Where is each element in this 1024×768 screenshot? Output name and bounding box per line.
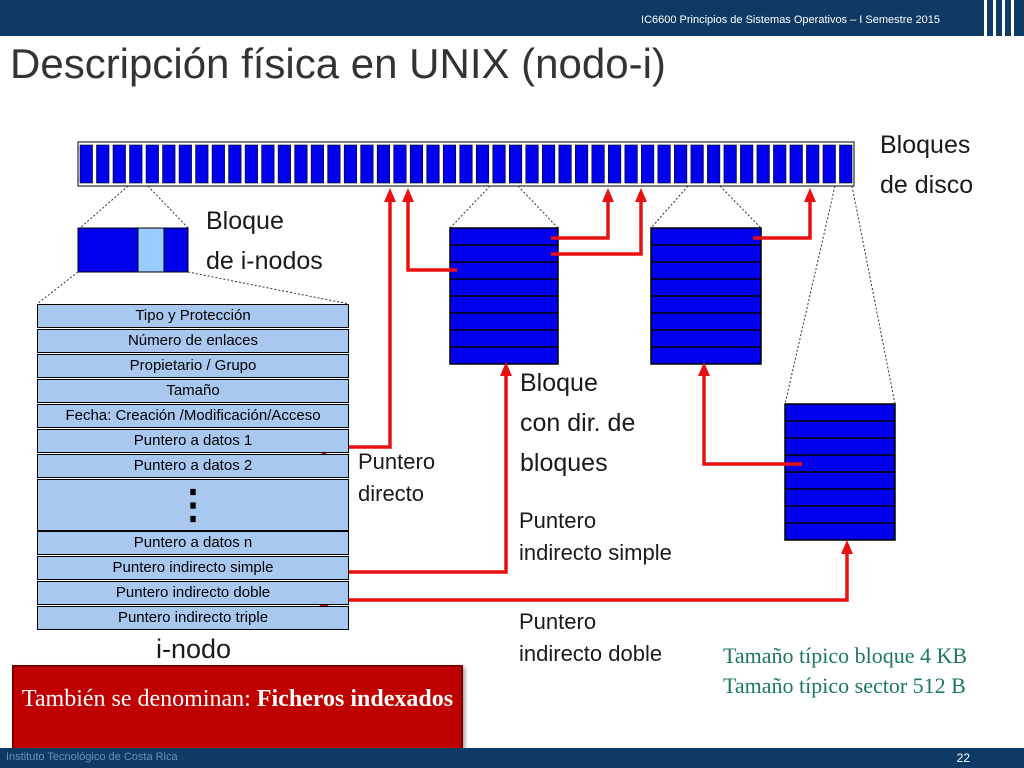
pointer-arrows	[324, 200, 849, 602]
pointer-block-label: Bloque con dir. de bloques	[520, 369, 636, 477]
disk-block	[261, 144, 275, 184]
inode-field-ptr2: Puntero a datos 2	[37, 454, 349, 478]
header-stripe	[1002, 0, 1005, 36]
disk-block	[740, 144, 754, 184]
disk-block	[492, 144, 506, 184]
header-stripe	[984, 0, 987, 36]
disk-block	[707, 144, 721, 184]
course-title: IC6600 Principios de Sistemas Operativos…	[641, 14, 940, 26]
inode-block	[77, 227, 189, 273]
slide-title: Descripción física en UNIX (nodo-i)	[10, 40, 666, 87]
disk-blocks-strip	[77, 141, 855, 187]
callout-term: Ficheros indexados	[256, 686, 454, 712]
disk-block	[310, 144, 324, 184]
pointer-block-double-2	[784, 403, 896, 541]
sector-size-note: Tamaño típico sector 512 B	[723, 673, 966, 698]
disk-block	[343, 144, 357, 184]
disk-block	[409, 144, 424, 184]
disk-block	[657, 144, 671, 184]
disk-block	[79, 144, 93, 184]
inode-field-triple: Puntero indirecto triple	[37, 606, 349, 630]
block-size-note: Tamaño típico bloque 4 KB	[723, 643, 968, 668]
disk-block	[674, 144, 688, 184]
disk-block	[244, 144, 258, 184]
disk-block	[459, 144, 473, 184]
arrow-heads	[384, 188, 853, 554]
header-bar: IC6600 Principios de Sistemas Operativos…	[0, 0, 1024, 36]
disk-block	[294, 144, 308, 184]
disk-block	[442, 144, 457, 184]
inode-field-ellipsis: ⋮	[37, 479, 349, 531]
disk-block	[789, 144, 803, 184]
disk-block	[541, 144, 556, 184]
disk-block	[195, 144, 209, 184]
callout-prefix: También se denominan:	[21, 686, 257, 712]
page-number: 22	[956, 751, 970, 765]
inode-field-ptr1: Puntero a datos 1	[37, 429, 349, 453]
disk-block	[211, 144, 225, 184]
disk-block	[624, 144, 638, 184]
disk-block	[393, 144, 407, 184]
header-divider	[0, 100, 1024, 102]
inode-field-links: Número de enlaces	[37, 329, 349, 353]
disk-block	[525, 144, 539, 184]
disk-block	[591, 144, 605, 184]
header-stripe	[1011, 0, 1014, 36]
pointer-blocks	[449, 227, 896, 541]
disk-block	[839, 144, 853, 184]
header-stripe	[993, 0, 996, 36]
footer-bar: Instituto Tecnológico de Costa Rica 22	[0, 748, 1024, 768]
disk-block	[145, 144, 159, 184]
inode-field-type: Tipo y Protección	[37, 304, 349, 328]
disk-block	[756, 144, 770, 184]
disk-block	[96, 144, 110, 184]
disk-block	[228, 144, 242, 184]
inode-field-size: Tamaño	[37, 379, 349, 403]
disk-block	[690, 144, 704, 184]
disk-block	[129, 144, 143, 184]
inode-field-owner: Propietario / Grupo	[37, 354, 349, 378]
disk-block	[376, 144, 391, 184]
pointer-block-simple	[449, 227, 559, 365]
disk-block	[608, 144, 622, 184]
indexed-files-callout: También se denominan: Ficheros indexados	[12, 665, 463, 762]
pointer-block-double-1	[650, 227, 762, 365]
disk-block	[558, 144, 572, 184]
expansion-guides	[36, 185, 896, 405]
inode-label: i-nodo	[156, 634, 232, 664]
disk-block	[426, 144, 440, 184]
disk-block	[277, 144, 291, 184]
disk-block	[806, 144, 820, 184]
inode-field-dates: Fecha: Creación /Modificación/Acceso	[37, 404, 349, 428]
disk-block	[508, 144, 523, 184]
disk-block	[112, 144, 126, 184]
inode-field-double: Puntero indirecto doble	[37, 581, 349, 605]
disk-block	[475, 144, 490, 184]
disk-block	[773, 144, 787, 184]
disk-block	[327, 144, 341, 184]
disk-block	[162, 144, 176, 184]
disk-block	[178, 144, 192, 184]
inode-field-ptrn: Puntero a datos n	[37, 531, 349, 555]
disk-block	[575, 144, 589, 184]
disk-block	[723, 144, 737, 184]
footer-text: Instituto Tecnológico de Costa Rica	[6, 751, 178, 763]
disk-block	[822, 144, 836, 184]
disk-block	[360, 144, 374, 184]
inode-field-simple: Puntero indirecto simple	[37, 556, 349, 580]
disk-block	[641, 144, 655, 184]
